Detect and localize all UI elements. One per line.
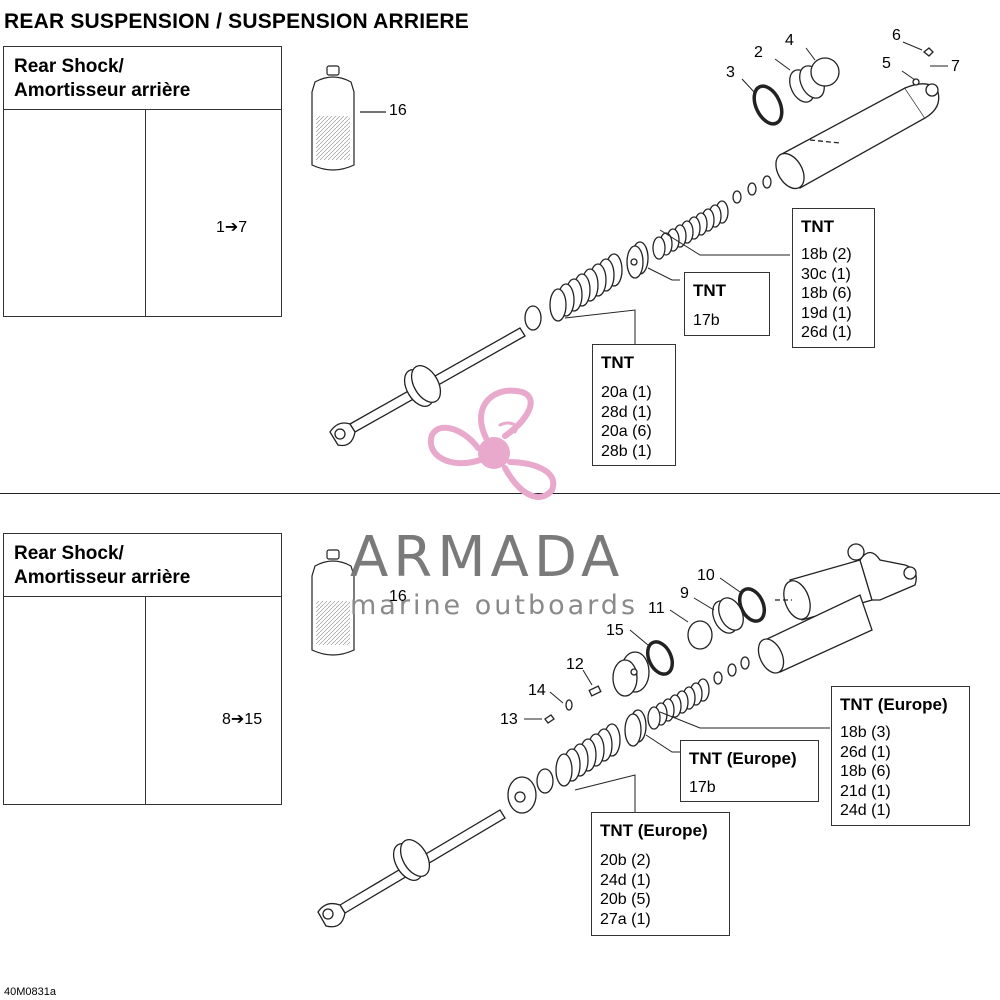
label-11: 11 — [648, 600, 665, 617]
box-line: 17b — [689, 779, 716, 796]
oil-bottle-16-bottom — [311, 549, 355, 656]
drawing-code: 40M0831a — [4, 986, 56, 998]
panel-heading: Rear Shock/ Amortisseur arrière — [14, 55, 190, 103]
box-line: 20a (6) — [601, 423, 652, 441]
tnt-europe-box-c-bottom: TNT (Europe) 20b (2) 24d (1) 20b (5) 27a… — [591, 812, 730, 936]
box-title: TNT (Europe) — [689, 749, 797, 768]
rear-shock-panel-top: Rear Shock/ Amortisseur arrière 1➔7 — [3, 46, 282, 317]
box-line: 26d (1) — [801, 324, 852, 342]
shim-stack-large-top — [549, 253, 623, 322]
tnt-box-a-top: TNT 18b (2) 30c (1) 18b (6) 19d (1) 26d … — [792, 208, 875, 348]
panel-heading-line1: Rear Shock/ — [14, 56, 124, 77]
tnt-box-c-top: TNT 20a (1) 28d (1) 20a (6) 28b (1) — [592, 344, 676, 466]
box-line: 18b (3) — [840, 724, 891, 741]
label-2: 2 — [754, 44, 763, 61]
page-title: REAR SUSPENSION / SUSPENSION ARRIERE — [4, 10, 470, 33]
label-3: 3 — [726, 64, 735, 81]
box-line: 24d (1) — [600, 871, 651, 889]
box-line: 20a (1) — [601, 384, 652, 401]
watermark-brand: ARMADA — [350, 525, 625, 590]
panel-divider — [4, 109, 281, 110]
label-13: 13 — [500, 711, 518, 728]
tnt-europe-box-a-bottom: TNT (Europe) 18b (3) 26d (1) 18b (6) 21d… — [831, 686, 970, 826]
box-line: 20b (2) — [600, 852, 651, 869]
rear-shock-panel-bottom: Rear Shock/ Amortisseur arrière 8➔15 — [3, 533, 282, 805]
label-7: 7 — [951, 58, 960, 75]
box-title: TNT (Europe) — [840, 695, 948, 714]
tnt-box-b-top: TNT 17b — [684, 272, 770, 336]
shock-assembly-top — [329, 41, 948, 447]
box-line: 18b (2) — [801, 246, 852, 263]
label-14: 14 — [528, 682, 546, 699]
box-line: 28d (1) — [601, 403, 652, 421]
panel-heading-line1: Rear Shock/ — [14, 543, 124, 564]
label-15: 15 — [606, 622, 624, 639]
shim-stack-small-bottom — [647, 678, 710, 730]
box-line: 20b (5) — [600, 891, 651, 909]
oil-bottle-16-top — [311, 65, 386, 171]
label-16-top: 16 — [389, 102, 407, 119]
label-16-bottom: 16 — [389, 588, 407, 605]
box-line: 19d (1) — [801, 304, 852, 322]
label-4: 4 — [785, 32, 794, 49]
panel-heading: Rear Shock/ Amortisseur arrière — [14, 542, 190, 590]
box-title: TNT (Europe) — [600, 821, 708, 840]
box-title: TNT — [601, 353, 635, 372]
box-line: 24d (1) — [840, 802, 891, 820]
box-line: 27a (1) — [600, 910, 651, 928]
panel-column-divider — [145, 596, 146, 804]
box-line: 30c (1) — [801, 265, 851, 283]
label-10: 10 — [697, 567, 715, 584]
box-line: 18b (6) — [840, 763, 891, 781]
watermark-propeller-icon — [427, 387, 557, 500]
label-12: 12 — [566, 656, 584, 673]
box-line: 17b — [693, 312, 720, 329]
panel-ref-label: 8➔15 — [222, 711, 263, 728]
box-line: 28b (1) — [601, 442, 652, 460]
tnt-europe-box-b-bottom: TNT (Europe) 17b — [680, 740, 819, 802]
label-6: 6 — [892, 27, 901, 44]
panel-column-divider — [145, 109, 146, 316]
panel-ref-label: 1➔7 — [216, 219, 248, 236]
label-5: 5 — [882, 55, 891, 72]
box-title: TNT — [693, 281, 727, 300]
panel-heading-line2: Amortisseur arrière — [14, 80, 191, 101]
panel-divider — [4, 596, 281, 597]
box-line: 26d (1) — [840, 743, 891, 761]
label-9: 9 — [680, 585, 689, 602]
shim-stack-large-bottom — [555, 723, 621, 787]
panel-heading-line2: Amortisseur arrière — [14, 567, 191, 588]
box-title: TNT — [801, 217, 835, 236]
section-divider — [0, 493, 1000, 494]
watermark-tagline: marine outboards — [350, 590, 639, 621]
box-line: 21d (1) — [840, 782, 891, 800]
shock-assembly-bottom — [317, 543, 917, 928]
box-line: 18b (6) — [801, 285, 852, 303]
shim-stack-small-top — [652, 200, 729, 260]
